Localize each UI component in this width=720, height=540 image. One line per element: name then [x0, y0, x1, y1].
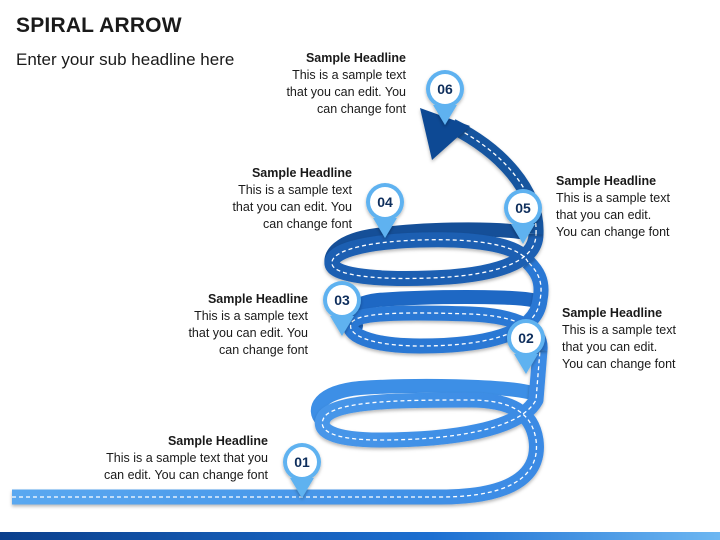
- step-05-body: This is a sample text that you can edit.…: [556, 191, 670, 239]
- step-04-headline: Sample Headline: [251, 166, 352, 180]
- pin-04: [366, 183, 404, 238]
- step-01-text: Sample Headline This is a sample text th…: [70, 433, 268, 484]
- pin-01: [283, 443, 321, 498]
- pin-04-number: 04: [377, 194, 393, 210]
- bottom-accent-bar: [0, 532, 720, 540]
- pin-01-number: 01: [294, 454, 310, 470]
- step-06-headline: Sample Headline: [305, 51, 406, 65]
- pin-02-number: 02: [518, 330, 534, 346]
- slide-title: SPIRAL ARROW: [16, 14, 182, 37]
- step-02-text: Sample Headline This is a sample text th…: [562, 305, 712, 373]
- step-05-text: Sample Headline This is a sample text th…: [556, 173, 706, 241]
- slide-subtitle: Enter your sub headline here: [16, 50, 235, 69]
- arrow-head: [420, 108, 470, 160]
- pin-05: [504, 189, 542, 244]
- pin-06-number: 06: [437, 81, 453, 97]
- spiral-road-loop-3-dash: [331, 233, 537, 280]
- step-01-headline: Sample Headline: [167, 434, 268, 448]
- spiral-road-loop-2-dash: [349, 261, 542, 351]
- spiral-road-loop-3: [324, 232, 544, 286]
- spiral-road-base-dash: [12, 349, 541, 498]
- step-03-headline: Sample Headline: [207, 292, 308, 306]
- pin-06: [426, 70, 464, 125]
- step-03-text: Sample Headline This is a sample text th…: [150, 291, 308, 359]
- step-05-headline: Sample Headline: [556, 174, 657, 188]
- step-06-text: Sample Headline This is a sample text th…: [248, 50, 406, 118]
- step-04-body: This is a sample text that you can edit.…: [232, 183, 352, 231]
- pin-03-number: 03: [334, 292, 350, 308]
- step-02-body: This is a sample text that you can edit.…: [562, 323, 676, 371]
- step-02-headline: Sample Headline: [562, 306, 663, 320]
- pin-03: [323, 281, 361, 336]
- step-03-body: This is a sample text that you can edit.…: [188, 309, 308, 357]
- step-04-text: Sample Headline This is a sample text th…: [194, 165, 352, 233]
- spiral-loop-1-back: [310, 378, 535, 427]
- pin-02: [507, 319, 545, 374]
- step-01-body: This is a sample text that you can edit.…: [103, 451, 268, 482]
- pin-05-number: 05: [515, 200, 531, 216]
- step-06-body: This is a sample text that you can edit.…: [286, 68, 406, 116]
